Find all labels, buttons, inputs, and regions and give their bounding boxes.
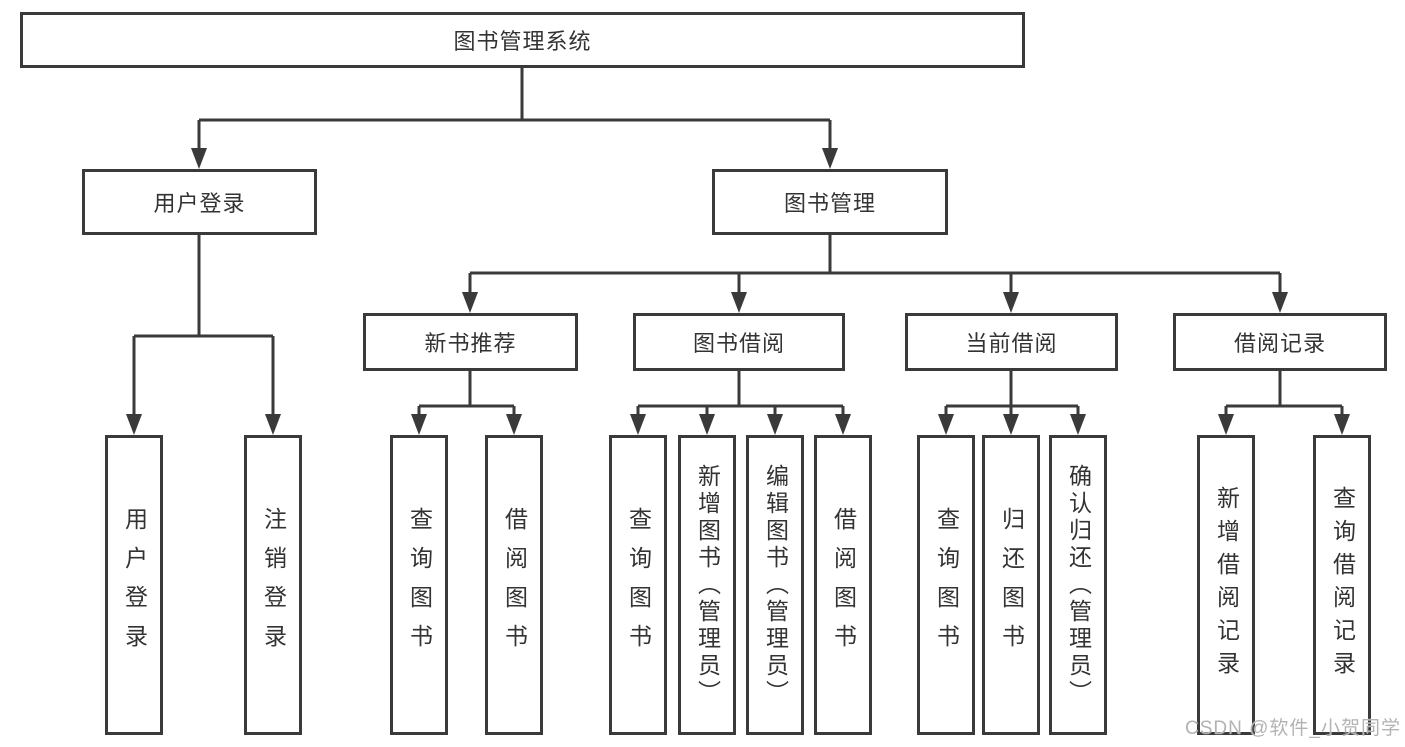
node-label: 查询图书 [933, 507, 960, 663]
node-label: 查询借阅记录 [1329, 486, 1356, 684]
node-label: 编辑图书（管理员） [762, 463, 789, 707]
node-return-book: 归还图书 [982, 435, 1040, 735]
node-label: 当前借阅 [965, 331, 1058, 356]
node-new-book-recommend: 新书推荐 [363, 313, 578, 371]
node-query-borrow-record: 查询借阅记录 [1313, 435, 1371, 735]
node-label: 确认归还（管理员） [1065, 463, 1092, 707]
node-add-book-admin: 新增图书（管理员） [678, 435, 736, 735]
node-label: 图书管理系统 [453, 29, 592, 54]
node-edit-book-admin: 编辑图书（管理员） [746, 435, 804, 735]
node-user-login-leaf: 用户登录 [105, 435, 163, 735]
node-current-borrow: 当前借阅 [905, 313, 1118, 371]
node-label: 图书管理 [783, 191, 876, 216]
node-label: 新增图书（管理员） [694, 463, 721, 707]
node-borrow-records: 借阅记录 [1173, 313, 1387, 371]
watermark: CSDN @软件_小贺同学 [1185, 718, 1401, 739]
node-label: 注销登录 [260, 507, 287, 663]
node-label: 借阅图书 [501, 507, 528, 663]
node-logout: 注销登录 [244, 435, 302, 735]
node-query-books-borrow: 查询图书 [609, 435, 667, 735]
node-label: 归还图书 [998, 507, 1025, 663]
node-label: 图书借阅 [692, 331, 785, 356]
node-label: 查询图书 [406, 507, 433, 663]
node-user-login: 用户登录 [82, 169, 317, 235]
node-library-management-system: 图书管理系统 [20, 12, 1025, 68]
node-book-borrow: 图书借阅 [633, 313, 845, 371]
node-label: 用户登录 [121, 507, 148, 663]
node-label: 借阅记录 [1233, 331, 1326, 356]
node-borrow-books-recommend: 借阅图书 [485, 435, 543, 735]
node-label: 新书推荐 [424, 331, 517, 356]
node-confirm-return-admin: 确认归还（管理员） [1049, 435, 1107, 735]
node-label: 查询图书 [625, 507, 652, 663]
node-label: 新增借阅记录 [1213, 486, 1240, 684]
node-label: 用户登录 [153, 191, 246, 216]
node-query-books-recommend: 查询图书 [390, 435, 448, 735]
node-add-borrow-record: 新增借阅记录 [1197, 435, 1255, 735]
node-borrow-books: 借阅图书 [814, 435, 872, 735]
node-book-management: 图书管理 [712, 169, 948, 235]
node-query-books-current: 查询图书 [917, 435, 975, 735]
node-label: 借阅图书 [830, 507, 857, 663]
